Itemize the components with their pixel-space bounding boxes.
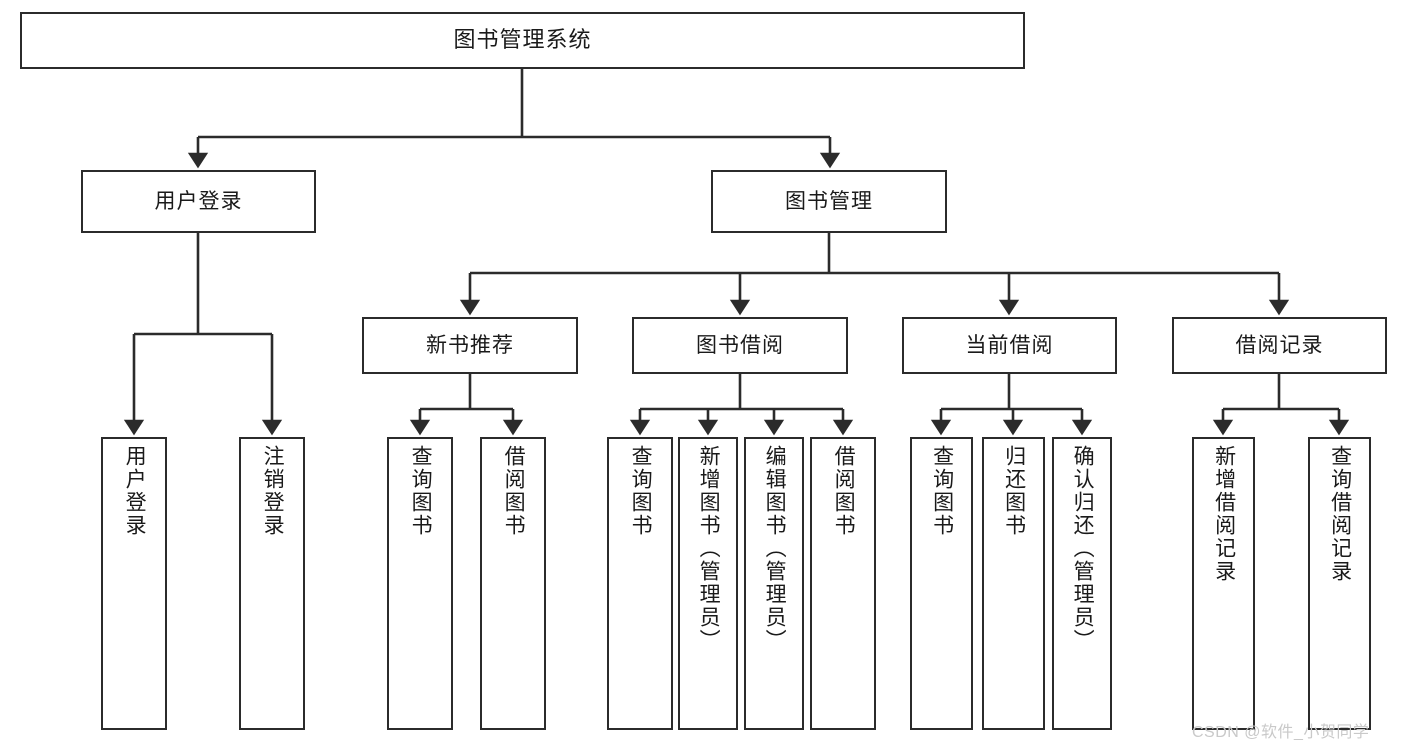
node-label: 用户登录	[154, 189, 243, 213]
node-borrow-record[interactable]: 借阅记录	[1172, 317, 1387, 374]
csdn-watermark: CSDN @软件_小贺同学	[1192, 724, 1370, 741]
node-label: 查询借阅记录	[1328, 445, 1352, 583]
node-new-book-recommend[interactable]: 新书推荐	[362, 317, 578, 374]
node-book-management-system[interactable]: 图书管理系统	[20, 12, 1025, 69]
node-leaf-query-borrow-record[interactable]: 查询借阅记录	[1308, 437, 1371, 730]
node-leaf-return-book[interactable]: 归还图书	[982, 437, 1045, 730]
node-leaf-borrow-book[interactable]: 借阅图书	[810, 437, 876, 730]
node-leaf-edit-book-admin[interactable]: 编辑图书（管理员）	[744, 437, 804, 730]
node-leaf-query-book-current[interactable]: 查询图书	[910, 437, 973, 730]
node-label: 编辑图书（管理员）	[763, 445, 787, 652]
node-label: 查询图书	[629, 445, 653, 537]
node-leaf-add-book-admin[interactable]: 新增图书（管理员）	[678, 437, 738, 730]
node-leaf-confirm-return-admin[interactable]: 确认归还（管理员）	[1052, 437, 1112, 730]
node-label: 借阅图书	[502, 445, 526, 537]
node-book-borrow[interactable]: 图书借阅	[632, 317, 848, 374]
node-label: 查询图书	[409, 445, 433, 537]
node-label: 新增图书（管理员）	[697, 445, 721, 652]
node-book-management[interactable]: 图书管理	[711, 170, 947, 233]
node-leaf-borrow-book-recommend[interactable]: 借阅图书	[480, 437, 546, 730]
node-label: 新书推荐	[426, 333, 514, 357]
node-label: 当前借阅	[965, 333, 1054, 357]
node-leaf-query-book-borrow[interactable]: 查询图书	[607, 437, 673, 730]
node-label: 图书管理系统	[453, 27, 592, 53]
node-label: 注销登录	[261, 445, 285, 537]
node-label: 查询图书	[930, 445, 954, 537]
node-label: 用户登录	[123, 445, 147, 537]
node-leaf-user-login[interactable]: 用户登录	[101, 437, 167, 730]
node-label: 图书借阅	[696, 333, 784, 357]
node-label: 图书管理	[785, 189, 873, 213]
node-leaf-query-book-recommend[interactable]: 查询图书	[387, 437, 453, 730]
node-user-login[interactable]: 用户登录	[81, 170, 316, 233]
node-label: 归还图书	[1002, 445, 1026, 537]
node-label: 借阅图书	[832, 445, 856, 537]
node-label: 新增借阅记录	[1212, 445, 1236, 583]
node-label: 确认归还（管理员）	[1071, 445, 1095, 652]
node-leaf-logout-login[interactable]: 注销登录	[239, 437, 305, 730]
node-current-borrow[interactable]: 当前借阅	[902, 317, 1117, 374]
node-label: 借阅记录	[1235, 333, 1324, 357]
node-leaf-add-borrow-record[interactable]: 新增借阅记录	[1192, 437, 1255, 730]
